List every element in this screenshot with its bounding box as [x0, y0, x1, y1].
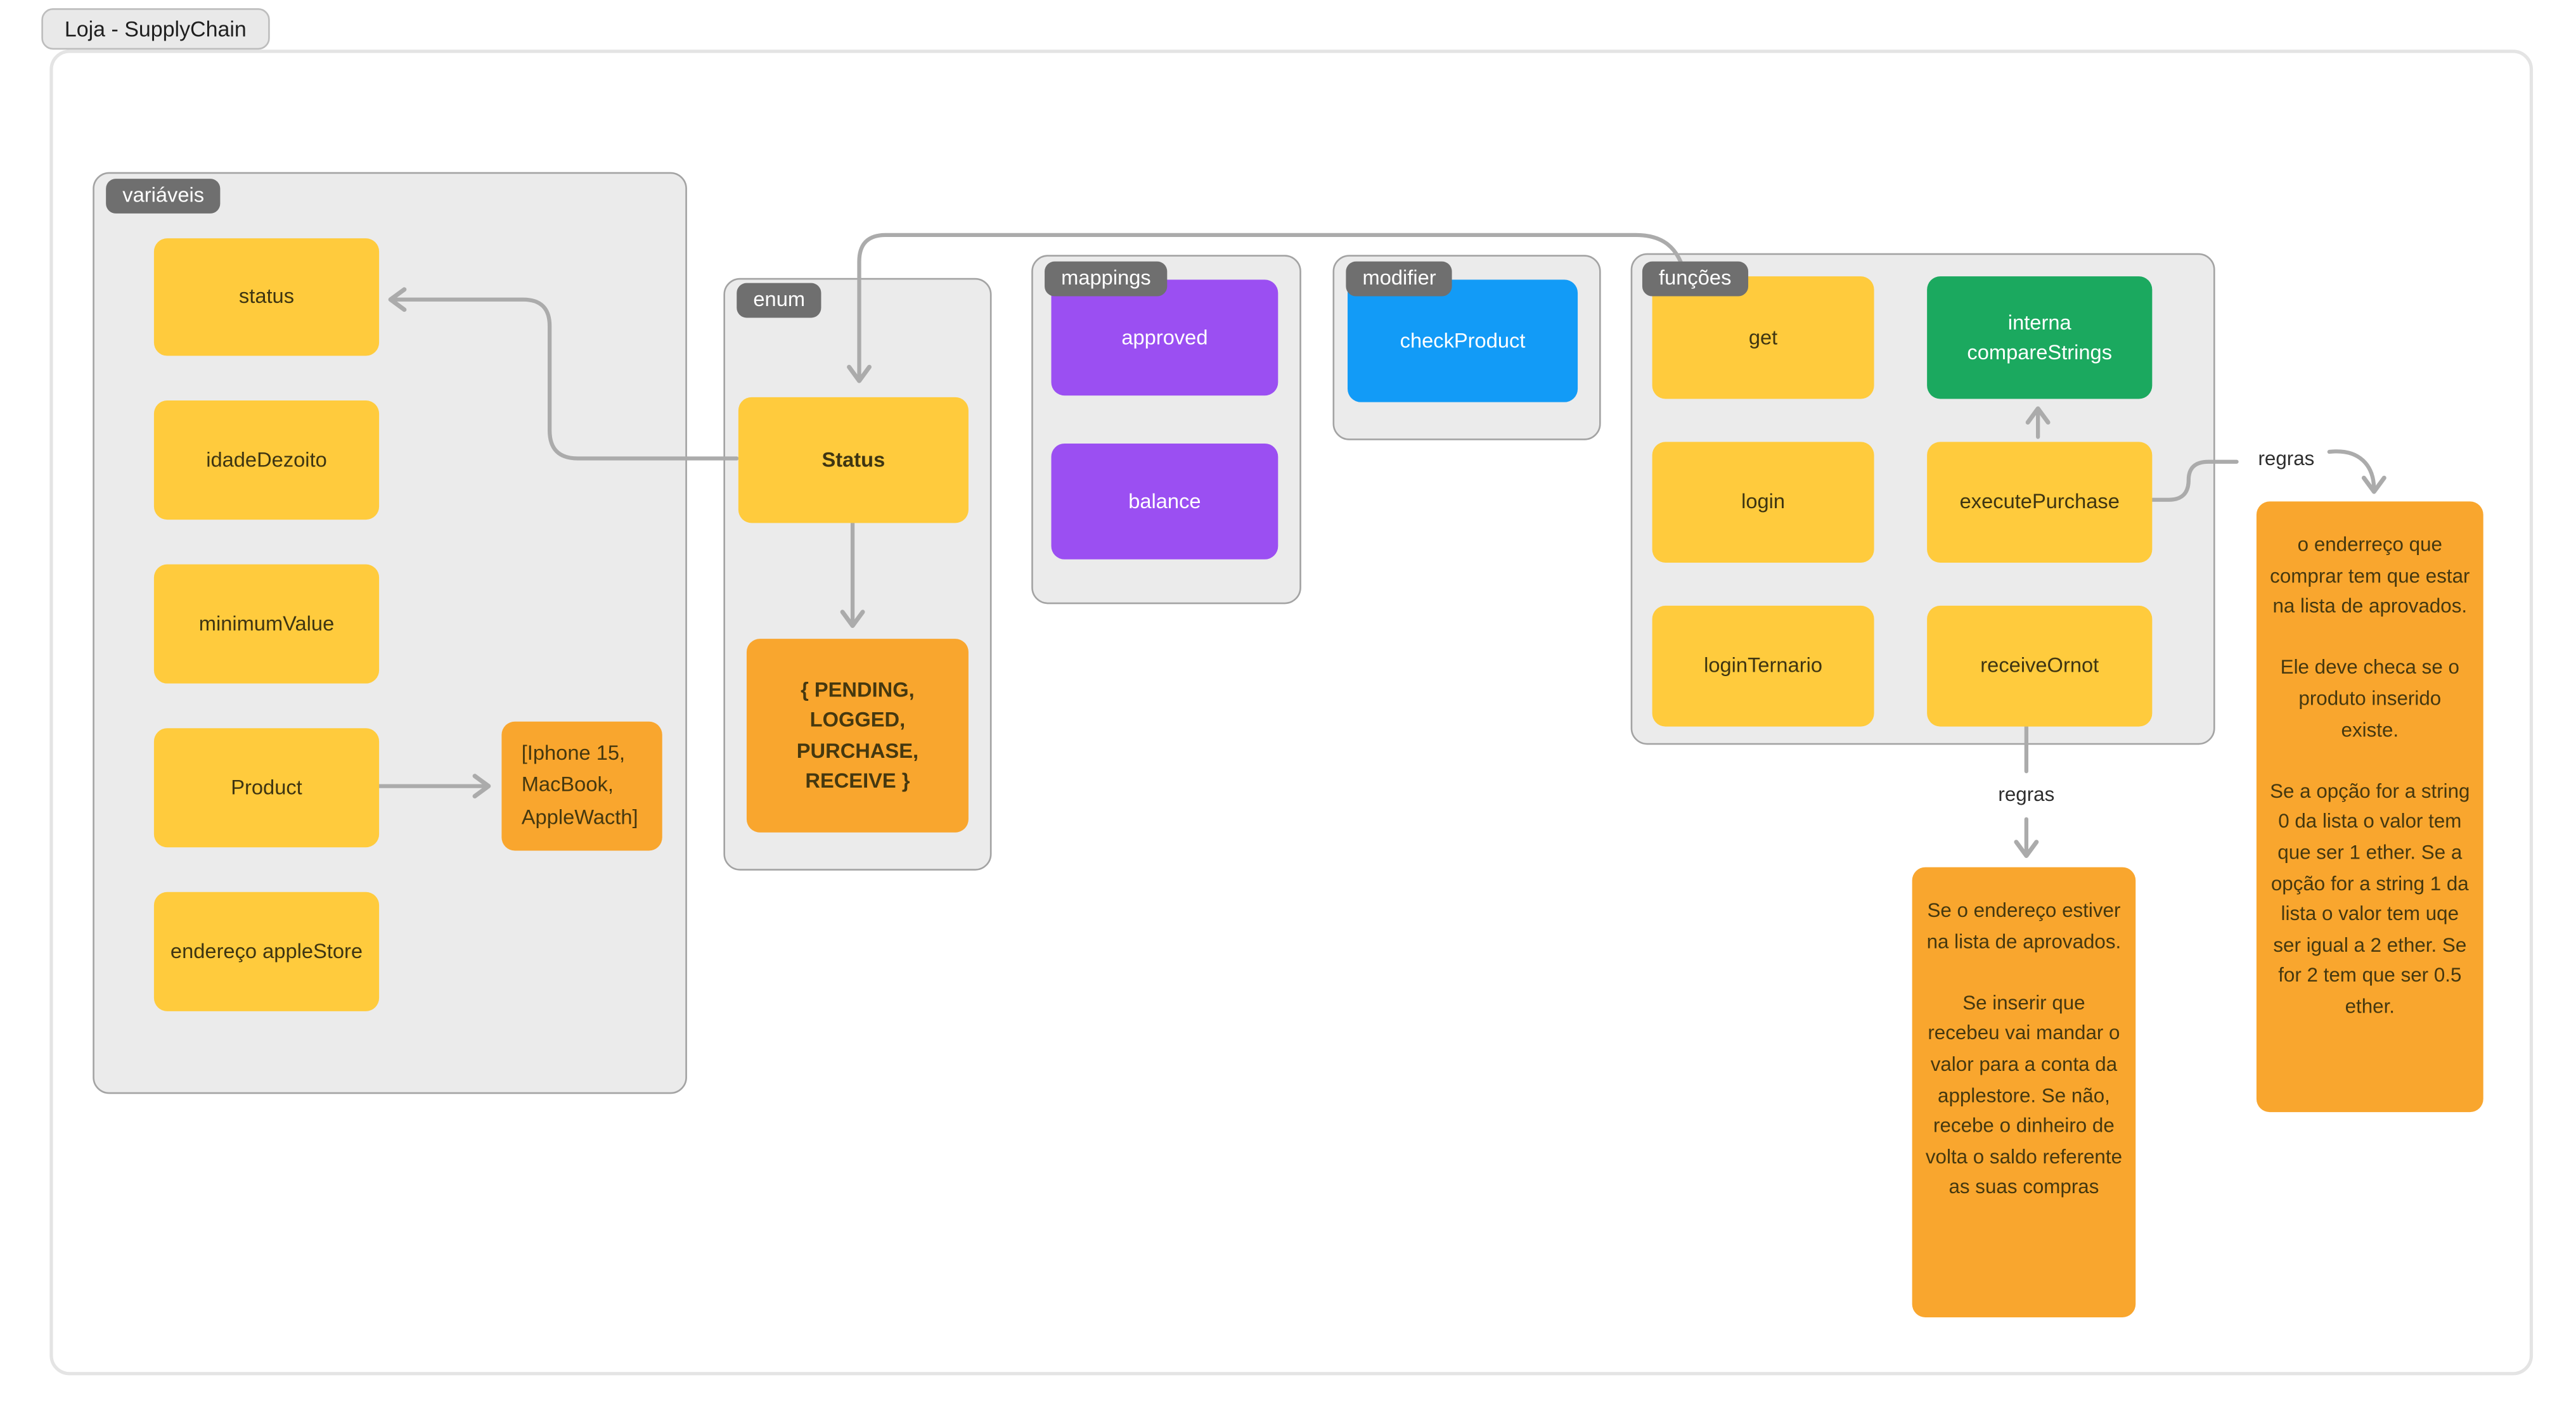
node-balance[interactable]: balance — [1051, 443, 1278, 560]
group-mappings[interactable]: mappings approved balance — [1031, 255, 1301, 604]
group-funcoes[interactable]: funções get interna compareStrings login… — [1630, 253, 2215, 745]
group-mappings-label[interactable]: mappings — [1045, 261, 1168, 296]
regras-label-receive[interactable]: regras — [1998, 783, 2055, 806]
node-interna-comparestrings[interactable]: interna compareStrings — [1927, 276, 2153, 399]
node-executepurchase[interactable]: executePurchase — [1927, 442, 2153, 563]
node-status-enum[interactable]: Status — [738, 397, 969, 523]
board-title-tab[interactable]: Loja - SupplyChain — [41, 8, 270, 50]
group-enum-label[interactable]: enum — [737, 283, 822, 317]
group-modifier-label[interactable]: modifier — [1346, 261, 1453, 296]
group-variaveis-label[interactable]: variáveis — [106, 179, 221, 213]
node-product[interactable]: Product — [153, 728, 380, 848]
group-modifier[interactable]: modifier checkProduct — [1332, 255, 1601, 440]
node-product-list[interactable]: [Iphone 15, MacBook, AppleWacth] — [501, 721, 662, 851]
regras-label-purchase[interactable]: regras — [2258, 447, 2315, 470]
node-endereco-applestore[interactable]: endereço appleStore — [153, 892, 380, 1011]
node-enum-values[interactable]: { PENDING, LOGGED, PURCHASE, RECEIVE } — [746, 639, 969, 833]
group-variaveis[interactable]: variáveis status idadeDezoito minimumVal… — [93, 172, 687, 1094]
node-minimumvalue[interactable]: minimumValue — [153, 564, 380, 684]
group-enum[interactable]: enum Status { PENDING, LOGGED, PURCHASE,… — [723, 278, 992, 871]
group-funcoes-label[interactable]: funções — [1642, 261, 1748, 296]
node-status-variable[interactable]: status — [153, 238, 380, 356]
note-purchase-rules[interactable]: o enderreço que comprar tem que estar na… — [2256, 501, 2483, 1113]
node-login[interactable]: login — [1652, 442, 1874, 563]
node-idadedezoito[interactable]: idadeDezoito — [153, 400, 380, 520]
node-approved[interactable]: approved — [1051, 279, 1278, 396]
node-checkproduct[interactable]: checkProduct — [1348, 279, 1578, 402]
node-receiveornot[interactable]: receiveOrnot — [1927, 605, 2153, 727]
note-receive-rules[interactable]: Se o endereço estiver na lista de aprova… — [1912, 867, 2136, 1318]
node-get[interactable]: get — [1652, 276, 1874, 399]
node-loginternario[interactable]: loginTernario — [1652, 605, 1874, 727]
board-title: Loja - SupplyChain — [64, 16, 247, 42]
